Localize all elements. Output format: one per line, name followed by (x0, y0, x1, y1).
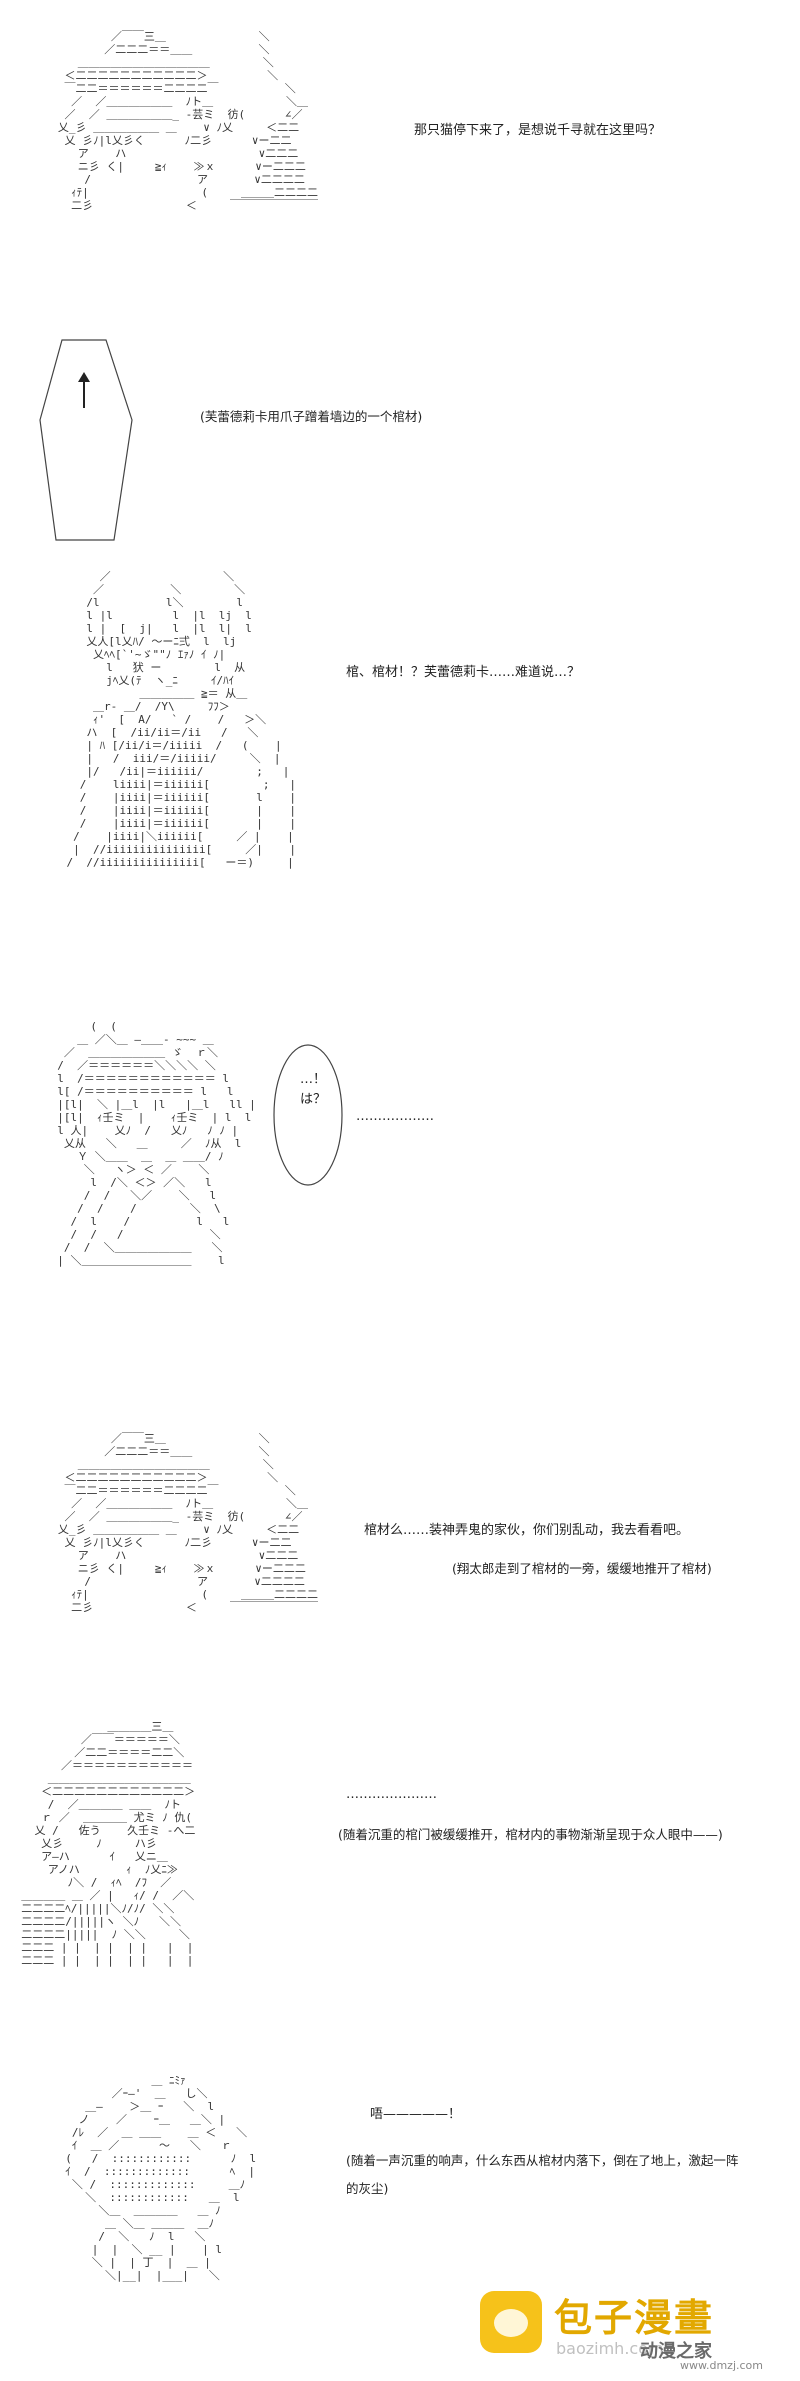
bun-logo-icon (480, 2291, 542, 2353)
dialog-line: 那只猫停下来了，是想说千寻就在这里吗？ (414, 123, 662, 138)
narration-line: (芙蕾德莉卡用爪子蹭着墙边的一个棺材) (200, 409, 423, 424)
bubble-text: …！は？ (300, 1072, 327, 1107)
panel-7: ＿ ﾆﾐｧ ／ｰ―' ＿ し＼ ＿― ＞＿ ｰ ＼ l ノ ／ ｰ＿ ＿＼ | … (0, 2040, 800, 2381)
narration-line: (随着一声沉重的响声，什么东西从棺材内落下，倒在了地上，激起一阵 (346, 2153, 739, 2168)
ascii-art-hat-man: ／￣￣三＿ ＼ ／二二二＝＝＿＿ ＼ ＿＿＿＿＿＿＿＿＿＿＿＿ ＼ ＜二二二二二… (57, 1432, 319, 1614)
watermark-brand-url: www.dmzj.com (680, 2359, 763, 2372)
watermark-url: baozimh.com (556, 2339, 664, 2358)
panel-3: ／ ＼ ／ ＼ ＼ /l l＼ l l |l l |l lj l l | [ j… (0, 560, 800, 1000)
watermark-brand: 动漫之家 (640, 2341, 712, 2362)
dialog-line: ………………… (346, 1787, 437, 1802)
ascii-art-fallen-body: ＿ ﾆﾐｧ ／ｰ―' ＿ し＼ ＿― ＞＿ ｰ ＼ l ノ ／ ｰ＿ ＿＼ | … (65, 2074, 257, 2282)
speech-bubble (273, 1044, 343, 1186)
ascii-art-girl-with-hood: ／ ＼ ／ ＼ ＼ /l l＼ l l |l l |l lj l l | [ j… (66, 570, 297, 869)
narration-line: (翔太郎走到了棺材的一旁，缓缓地推开了棺材) (452, 1561, 712, 1576)
narration-line: (随着沉重的棺门被缓缓推开，棺材内的事物渐渐呈现于众人眼中——) (338, 1827, 723, 1842)
ascii-art-girl-surprised: ( ( ＿ ／＼＿ ―＿＿‐ ~~~ ＿ ／ ＿＿＿＿＿＿＿ ゞ ｒ＼ / ／＝… (57, 1020, 256, 1267)
panel-1: ／￣￣三＿ ＼ ／二二二＝＝＿＿ ＼ ＿＿＿＿＿＿＿＿＿＿＿＿ ＼ ＜二二二二二… (0, 0, 800, 300)
panel-2: (芙蕾德莉卡用爪子蹭着墙边的一个棺材) (0, 300, 800, 560)
watermark-title: 包子漫畫 (554, 2296, 715, 2340)
narration-line: 的灰尘) (346, 2181, 389, 2196)
ascii-art-hat-man: ／￣￣三＿ ＼ ／二二二＝＝＿＿ ＼ ＿＿＿＿＿＿＿＿＿＿＿＿ ＼ ＜二二二二二… (57, 30, 319, 212)
panel-6: ＿＿＿＿三＿ ／￣￣＝＝＝＝＝＼ ／二二＝＝＝＝二二＼ ／＝＝＝＝＝＝＝＝＝＝＝… (0, 1690, 800, 2040)
dialog-line: 棺材么……装神弄鬼的家伙，你们别乱动，我去看看吧。 (364, 1523, 690, 1538)
dialog-line: ……………… (356, 1109, 434, 1124)
panel-4: ( ( ＿ ／＼＿ ―＿＿‐ ~~~ ＿ ／ ＿＿＿＿＿＿＿ ゞ ｒ＼ / ／＝… (0, 1000, 800, 1430)
dialog-line: 唔—————！ (370, 2107, 462, 2122)
watermark-logo: 包子漫畫 baozimh.com 动漫之家 www.dmzj.com (480, 2285, 780, 2375)
coffin-illustration (39, 339, 133, 541)
panel-5: ／￣￣三＿ ＼ ／二二二＝＝＿＿ ＼ ＿＿＿＿＿＿＿＿＿＿＿＿ ＼ ＜二二二二二… (0, 1430, 800, 1690)
dialog-line: 棺、棺材！？芙蕾德莉卡……难道说…？ (346, 665, 581, 680)
ascii-art-man-opening-coffin: ＿＿＿＿三＿ ／￣￣＝＝＝＝＝＼ ／二二＝＝＝＝二二＼ ／＝＝＝＝＝＝＝＝＝＝＝… (21, 1720, 196, 1967)
